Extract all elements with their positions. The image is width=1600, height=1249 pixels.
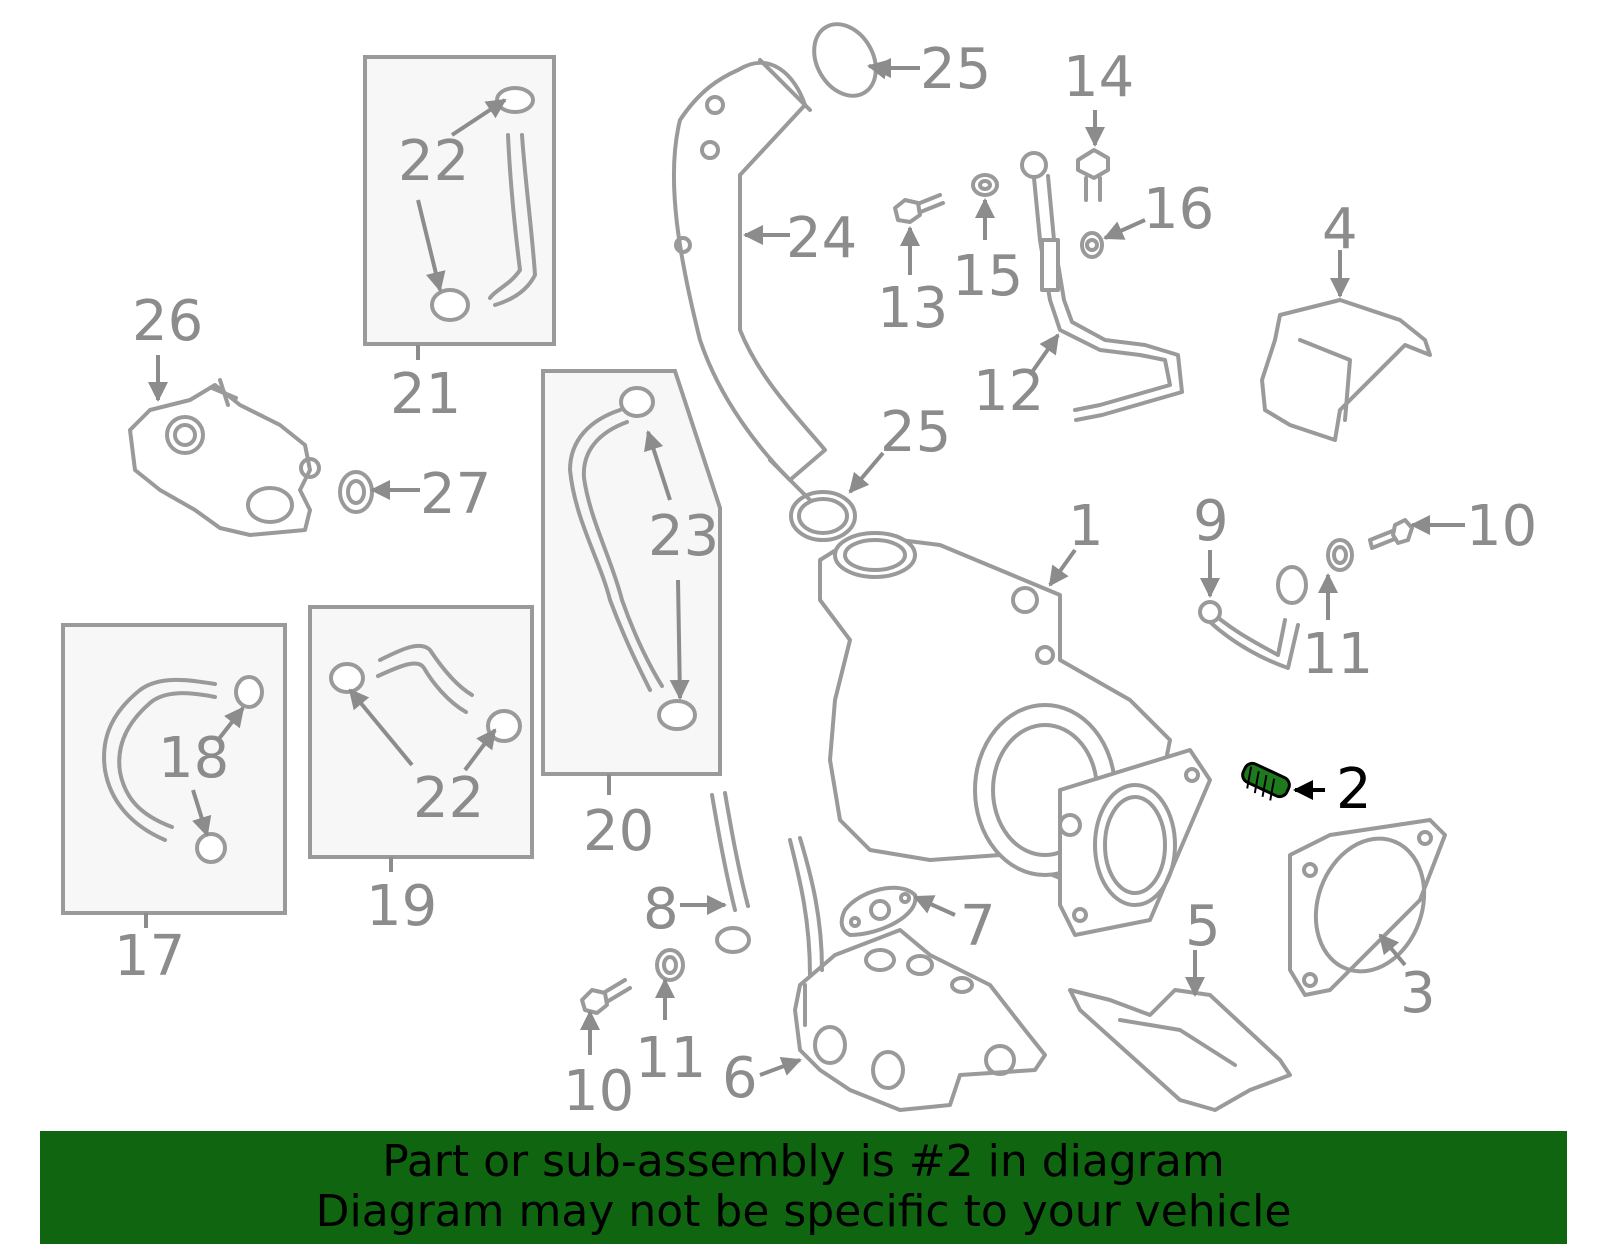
part-9-pipe [1198, 565, 1308, 670]
part-26-housing [128, 378, 321, 537]
part-5-heat-shield [1068, 988, 1292, 1112]
footer-line-2: Diagram may not be specific to your vehi… [315, 1186, 1292, 1237]
callout-11-bottom: 11 [635, 1026, 706, 1091]
callout-10-bottom: 10 [563, 1059, 634, 1124]
callout-6: 6 [722, 1046, 758, 1111]
callout-25-lower: 25 [880, 400, 951, 465]
callout-15: 15 [952, 244, 1023, 309]
callout-5: 5 [1185, 894, 1221, 959]
callout-1: 1 [1068, 494, 1104, 559]
callout-21: 21 [390, 362, 461, 427]
callout-24: 24 [786, 206, 857, 271]
callout-26: 26 [132, 289, 203, 354]
callout-19: 19 [366, 874, 437, 939]
part-1-turbocharger [818, 531, 1212, 937]
part-6-pipe [788, 838, 812, 977]
part-14-bolt [1076, 148, 1110, 202]
part-8-pipe [710, 791, 751, 954]
part-6-bracket [793, 928, 1047, 1112]
callout-17: 17 [114, 924, 185, 989]
callout-4: 4 [1322, 197, 1358, 262]
part-27-o-ring [338, 470, 374, 514]
part-3-gasket [1288, 818, 1447, 997]
part-12-oil-line [1020, 151, 1184, 422]
callout-7: 7 [960, 894, 996, 959]
part-11-washer-bottom [655, 948, 685, 982]
callout-8: 8 [643, 877, 679, 942]
part-10-bolt-bottom [580, 978, 632, 1015]
footer-line-1: Part or sub-assembly is #2 in diagram [382, 1136, 1225, 1187]
group-box-20 [541, 369, 722, 776]
part-20-hose [568, 386, 697, 731]
callout-27: 27 [420, 462, 491, 527]
callout-10-right: 10 [1466, 494, 1537, 559]
part-13-bolt [893, 193, 945, 224]
part-4-heat-shield [1260, 298, 1432, 442]
callout-2: 2 [1336, 757, 1372, 822]
part-15-washer [971, 173, 999, 197]
part-7-gasket [839, 885, 918, 937]
callout-11-right: 11 [1302, 622, 1373, 687]
callout-22-top: 22 [398, 129, 469, 194]
callout-13: 13 [877, 276, 948, 341]
callout-14: 14 [1063, 45, 1134, 110]
part-24-intake-pipe [671, 58, 827, 502]
part-25-lower-seal [789, 490, 857, 542]
group-box-17 [61, 623, 287, 915]
part-21-hose [430, 86, 537, 322]
part-17-hose [102, 675, 264, 864]
footer-banner: Part or sub-assembly is #2 in diagram Di… [40, 1131, 1567, 1244]
part-11-washer-right [1326, 538, 1354, 572]
callout-22-bottom: 22 [413, 766, 484, 831]
callout-25-upper: 25 [920, 37, 991, 102]
callout-23: 23 [648, 504, 719, 569]
part-6-pipe-edge [798, 836, 824, 972]
callout-20: 20 [583, 799, 654, 864]
callout-12: 12 [973, 359, 1044, 424]
part-10-bolt-right [1368, 518, 1414, 550]
callout-3: 3 [1400, 961, 1436, 1026]
callout-9: 9 [1193, 489, 1229, 554]
part-25-upper-seal [812, 22, 878, 98]
callout-18: 18 [158, 726, 229, 791]
part-16-washer [1080, 231, 1104, 259]
part-2-stud [1241, 761, 1291, 801]
callout-16: 16 [1143, 177, 1214, 242]
